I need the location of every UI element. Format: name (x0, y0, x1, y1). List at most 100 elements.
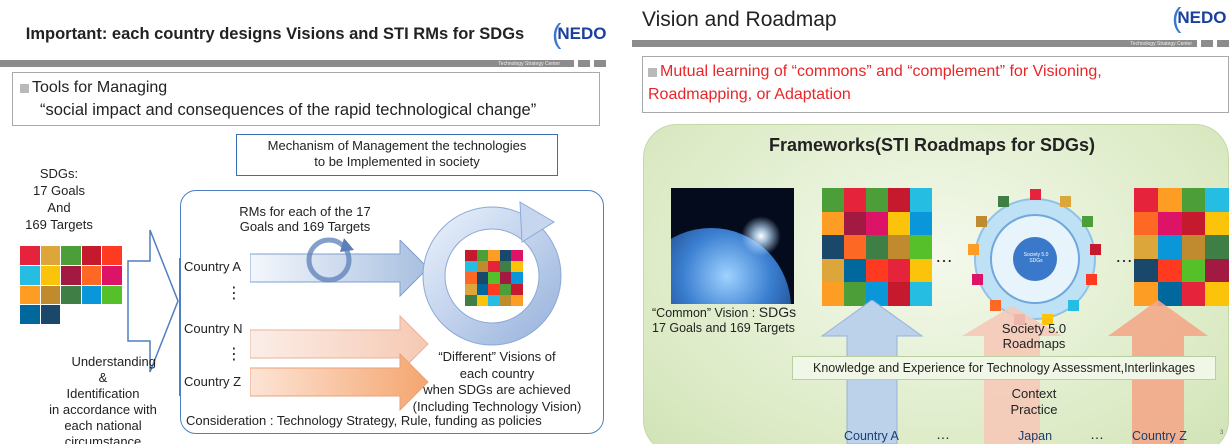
tools-quote: “social impact and consequences of the r… (40, 101, 537, 119)
header-bar-square (1201, 40, 1213, 47)
different-line: (Including Technology Vision) (412, 398, 582, 414)
bottom-country-z: Country Z (1132, 429, 1187, 443)
cycle-arrow-large-icon (422, 201, 562, 346)
earth-image (671, 188, 794, 304)
sdg-tile (102, 265, 122, 285)
page-number: 3 (1220, 430, 1224, 436)
sdg-tile (40, 265, 61, 285)
bottom-japan: Japan (1018, 429, 1053, 443)
mechanism-panel (180, 190, 604, 434)
different-line: “Different” Visions of (438, 349, 556, 364)
slide1-title: Important: each country designs Visions … (25, 25, 525, 43)
tools-heading: Tools for Managing (20, 79, 167, 97)
sdg-tile (102, 285, 122, 305)
sdg-tile-empty (81, 305, 102, 324)
mutual-line2: Roadmapping, or Adaptation (648, 86, 851, 103)
understanding-line: & (98, 370, 108, 385)
rms-line1: RMs for each of the 17 (239, 204, 371, 219)
understanding-line: Understanding (71, 354, 156, 369)
tools-heading-text: Tools for Managing (32, 79, 168, 96)
nedo-logo-text: NEDO (557, 24, 607, 43)
context-practice-label: Context Practice (984, 386, 1084, 418)
header-bar-square (578, 60, 590, 67)
header-bar (632, 40, 1197, 47)
slide2-title: Vision and Roadmap (642, 8, 837, 31)
mechanism-line2: to be Implemented in society (314, 154, 480, 169)
ellipsis-right: … (1115, 246, 1133, 266)
consideration-text: Consideration : Technology Strategy, Rul… (186, 413, 542, 428)
bar-caption: Technology Strategy Center (1130, 41, 1192, 47)
knowledge-bar: Knowledge and Experience for Technology … (792, 356, 1216, 380)
header-bar-square (594, 60, 606, 67)
mutual-line1-text: Mutual learning of “commons” and “comple… (660, 63, 1102, 80)
nedo-logo-text: NEDO (1177, 8, 1227, 27)
roadmap-mosaic-right (1134, 188, 1229, 306)
sdg-tile (102, 246, 122, 265)
country-arrows (250, 240, 429, 412)
sdg-tile (81, 246, 102, 265)
bar-caption: Technology Strategy Center (498, 61, 560, 67)
bottom-ellipsis-1: … (936, 426, 950, 442)
header-bar-square (1217, 40, 1229, 47)
wheel-sub-text: SDGs (1029, 258, 1043, 264)
mutual-line1: Mutual learning of “commons” and “comple… (648, 63, 1102, 81)
bullet-square-icon (648, 67, 657, 77)
vdots-2: ⋮ (226, 346, 242, 363)
sdg-tile (20, 305, 40, 324)
sdg-tile-empty (61, 305, 81, 324)
sdg-tile (20, 265, 40, 285)
common-sdgs: SDGs (758, 304, 797, 320)
sdg-icon-grid (20, 246, 122, 324)
understanding-line: each national circumstance (64, 418, 142, 444)
nedo-swoosh-icon: ( (1172, 2, 1182, 33)
sdg-tile (61, 246, 81, 265)
different-line: each country (459, 365, 535, 381)
sdgs-line: SDGs: (39, 166, 79, 181)
rms-line2: Goals and 169 Targets (239, 219, 371, 234)
sdg-tile (40, 285, 61, 305)
understanding-line: in accordance with (49, 402, 157, 417)
different-visions-label: “Different” Visions of each country when… (398, 349, 596, 415)
wheel-center-text: Society 5.0 (1023, 252, 1049, 258)
country-z-label: Country Z (184, 374, 242, 389)
context-line2: Practice (1010, 402, 1058, 417)
bottom-country-a: Country A (844, 429, 899, 443)
understanding-line: Identification (66, 386, 140, 401)
vision-mosaic (465, 250, 523, 306)
tools-box (12, 72, 600, 126)
roadmap-mosaic-left (822, 188, 932, 306)
sdgs-line: 17 Goals (32, 183, 86, 198)
sdg-tile (81, 285, 102, 305)
sdg-tile (61, 265, 81, 285)
sdg-tile (61, 285, 81, 305)
context-line1: Context (1011, 386, 1057, 401)
society-line1: Society 5.0 (1001, 321, 1067, 336)
sdg-tile (20, 246, 40, 265)
mechanism-line1: Mechanism of Management the technologies (267, 138, 527, 153)
header-bar (0, 60, 574, 67)
common-vision-line1: “Common” Vision : SDGs (652, 304, 796, 320)
society-line2: Roadmaps (1002, 336, 1066, 351)
country-divider (179, 258, 180, 396)
nedo-swoosh-icon: ( (552, 18, 562, 49)
sdgs-label: SDGs: 17 Goals And 169 Targets (14, 165, 104, 233)
slide-left: Important: each country designs Visions … (0, 0, 612, 444)
mechanism-box: Mechanism of Management the technologies… (236, 134, 558, 176)
vdots-1: ⋮ (226, 285, 242, 302)
country-a-label: Country A (184, 259, 242, 274)
society-roadmaps-label: Society 5.0 Roadmaps (984, 321, 1084, 351)
bullet-square-icon (20, 83, 29, 93)
sdgs-line: 169 Targets (25, 217, 93, 232)
nedo-logo: ( NEDO (1172, 2, 1226, 34)
cycle-arrow-small-icon (306, 237, 354, 283)
sdg-tile-empty (102, 305, 122, 324)
rms-label: RMs for each of the 17 Goals and 169 Tar… (230, 204, 380, 234)
common-prefix: “Common” Vision : (652, 306, 759, 320)
sdgs-line: And (47, 200, 71, 215)
ellipsis-left: … (935, 246, 953, 266)
big-right-arrow-icon (127, 229, 179, 373)
slide-right: Vision and Roadmap ( NEDO Technology Str… (632, 0, 1229, 444)
nedo-logo: ( NEDO (552, 18, 606, 50)
common-vision-line2: 17 Goals and 169 Targets (652, 321, 795, 335)
sdg-tile (40, 246, 61, 265)
